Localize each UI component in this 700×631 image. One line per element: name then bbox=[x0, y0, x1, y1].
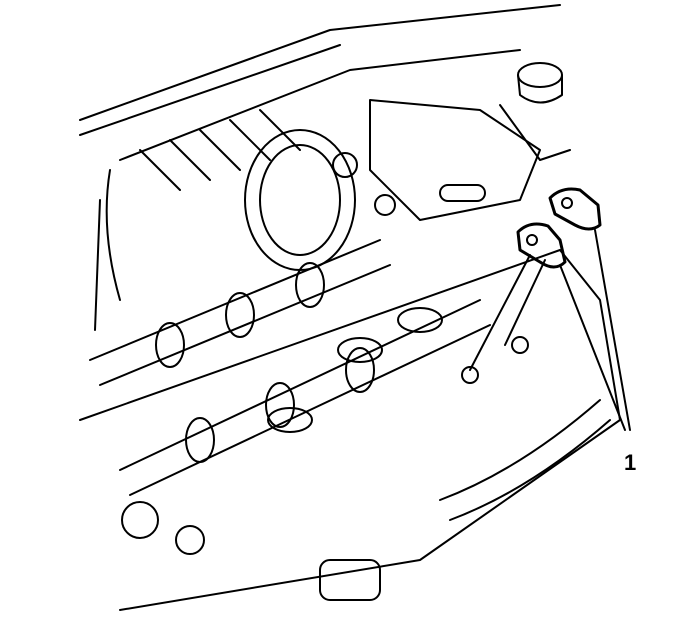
callout-1-label: 1 bbox=[624, 450, 637, 475]
upper-panel bbox=[79, 4, 561, 331]
leader-lines bbox=[469, 229, 631, 431]
reservoir-cap bbox=[499, 62, 571, 161]
cylinder-head bbox=[79, 249, 621, 611]
pump-assembly bbox=[244, 99, 541, 271]
camshafts bbox=[89, 239, 491, 496]
